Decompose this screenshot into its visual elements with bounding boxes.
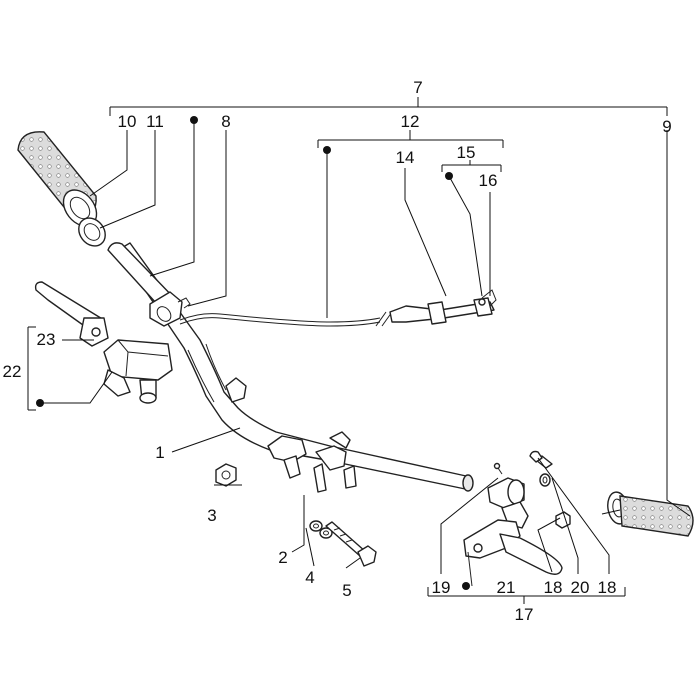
label-11: 11 [146, 112, 164, 131]
spacer-ring [78, 217, 106, 247]
label-8: 8 [221, 112, 230, 131]
washers [309, 520, 333, 539]
indicator-dots [36, 116, 453, 407]
label-9: 9 [662, 117, 671, 136]
bracket-15 [441, 160, 502, 172]
label-20: 20 [571, 578, 590, 597]
master-cylinder [103, 339, 173, 404]
screw-18 [529, 450, 553, 469]
label-2: 2 [278, 548, 287, 567]
bolt [325, 521, 377, 567]
label-1: 1 [155, 443, 164, 462]
right-switch-housing [487, 462, 529, 529]
part-labels: 7 10 11 8 12 9 14 15 16 23 22 1 3 2 4 5 … [3, 78, 672, 624]
label-10: 10 [118, 112, 137, 131]
leader-lines [40, 120, 691, 574]
label-23: 23 [37, 330, 56, 349]
nut [215, 463, 237, 487]
right-brake-lever [462, 519, 563, 590]
label-12: 12 [401, 112, 420, 131]
bracket-22 [27, 326, 36, 411]
label-7: 7 [413, 78, 422, 97]
label-14: 14 [396, 148, 415, 167]
handlebar-tube [117, 242, 474, 493]
left-brake-lever [34, 281, 109, 347]
bushing-20 [539, 473, 551, 487]
label-19: 19 [432, 578, 451, 597]
bracket-17 [427, 587, 626, 604]
label-22: 22 [3, 362, 22, 381]
throttle-sleeve [107, 242, 191, 327]
label-21: 21 [497, 578, 516, 597]
label-3: 3 [207, 506, 216, 525]
left-grip [17, 131, 98, 227]
label-4: 4 [305, 568, 314, 587]
throttle-cable [179, 289, 497, 327]
label-15: 15 [457, 143, 476, 162]
label-18-right: 18 [598, 578, 617, 597]
bracket-12 [317, 130, 504, 148]
label-5: 5 [342, 581, 351, 600]
label-16: 16 [479, 171, 498, 190]
label-17: 17 [515, 605, 534, 624]
bracket-7 [109, 97, 668, 116]
label-18-left: 18 [544, 578, 563, 597]
right-grip [607, 491, 694, 537]
